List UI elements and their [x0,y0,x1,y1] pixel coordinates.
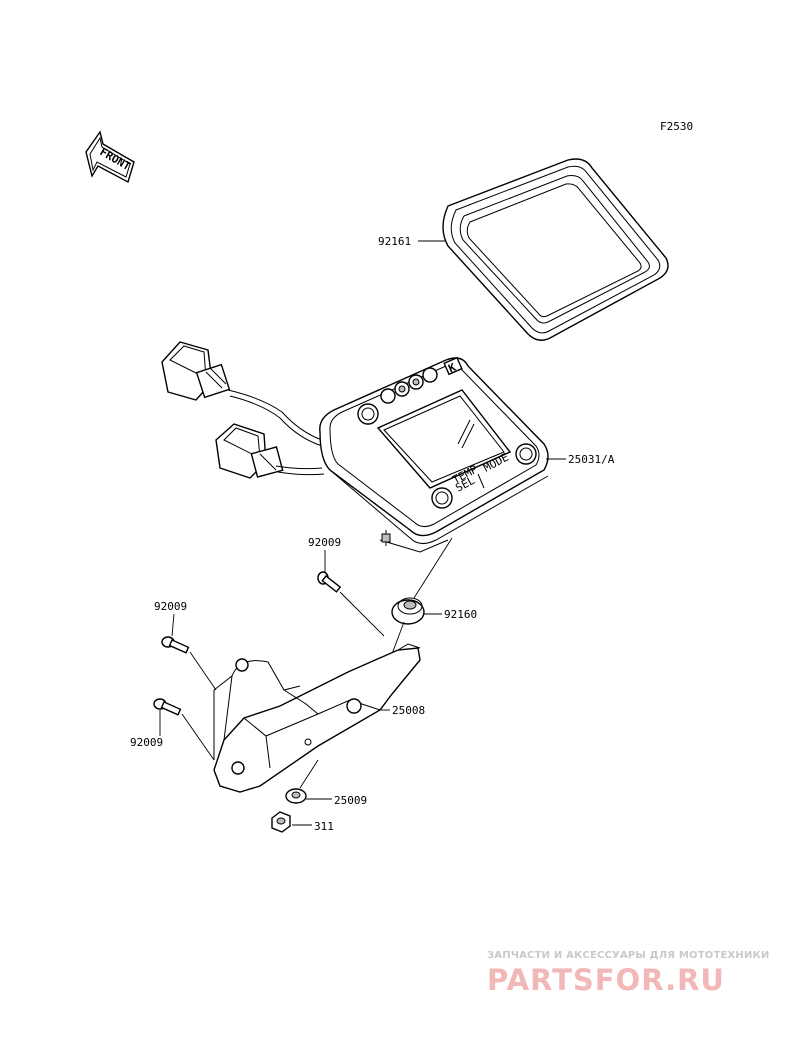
label-25008: 25008 [392,704,425,717]
connector-lower[interactable] [215,423,284,479]
screw-left-bottom[interactable] [153,698,182,716]
wire-harness [227,389,325,476]
label-311: 311 [314,820,334,833]
nut[interactable] [271,811,291,833]
brand-logo: K [446,361,458,376]
screw-top[interactable] [317,571,342,593]
watermark-logo: PARTSFOR.RU [487,963,725,997]
label-25031a: 25031/A [568,453,615,466]
label-92009-left-bottom: 92009 [130,736,163,749]
watermark-tagline: ЗАПЧАСТИ И АКСЕССУАРЫ ДЛЯ МОТОТЕХНИКИ [487,950,770,961]
meter-assembly[interactable]: K TEMP SEL MODE [319,356,549,553]
connector-upper[interactable] [161,341,231,401]
label-92009-top: 92009 [308,536,341,549]
screw-left-top[interactable] [161,636,190,654]
bracket[interactable] [213,643,421,793]
label-25009: 25009 [334,794,367,807]
grommet[interactable] [391,597,425,625]
bezel-cover[interactable] [442,158,669,341]
diagram-code: F2530 [660,120,693,133]
label-92009-left-top: 92009 [154,600,187,613]
label-92161: 92161 [378,235,411,248]
washer[interactable] [285,788,307,804]
front-arrow-icon: FRONT [85,130,135,184]
label-92160: 92160 [444,608,477,621]
